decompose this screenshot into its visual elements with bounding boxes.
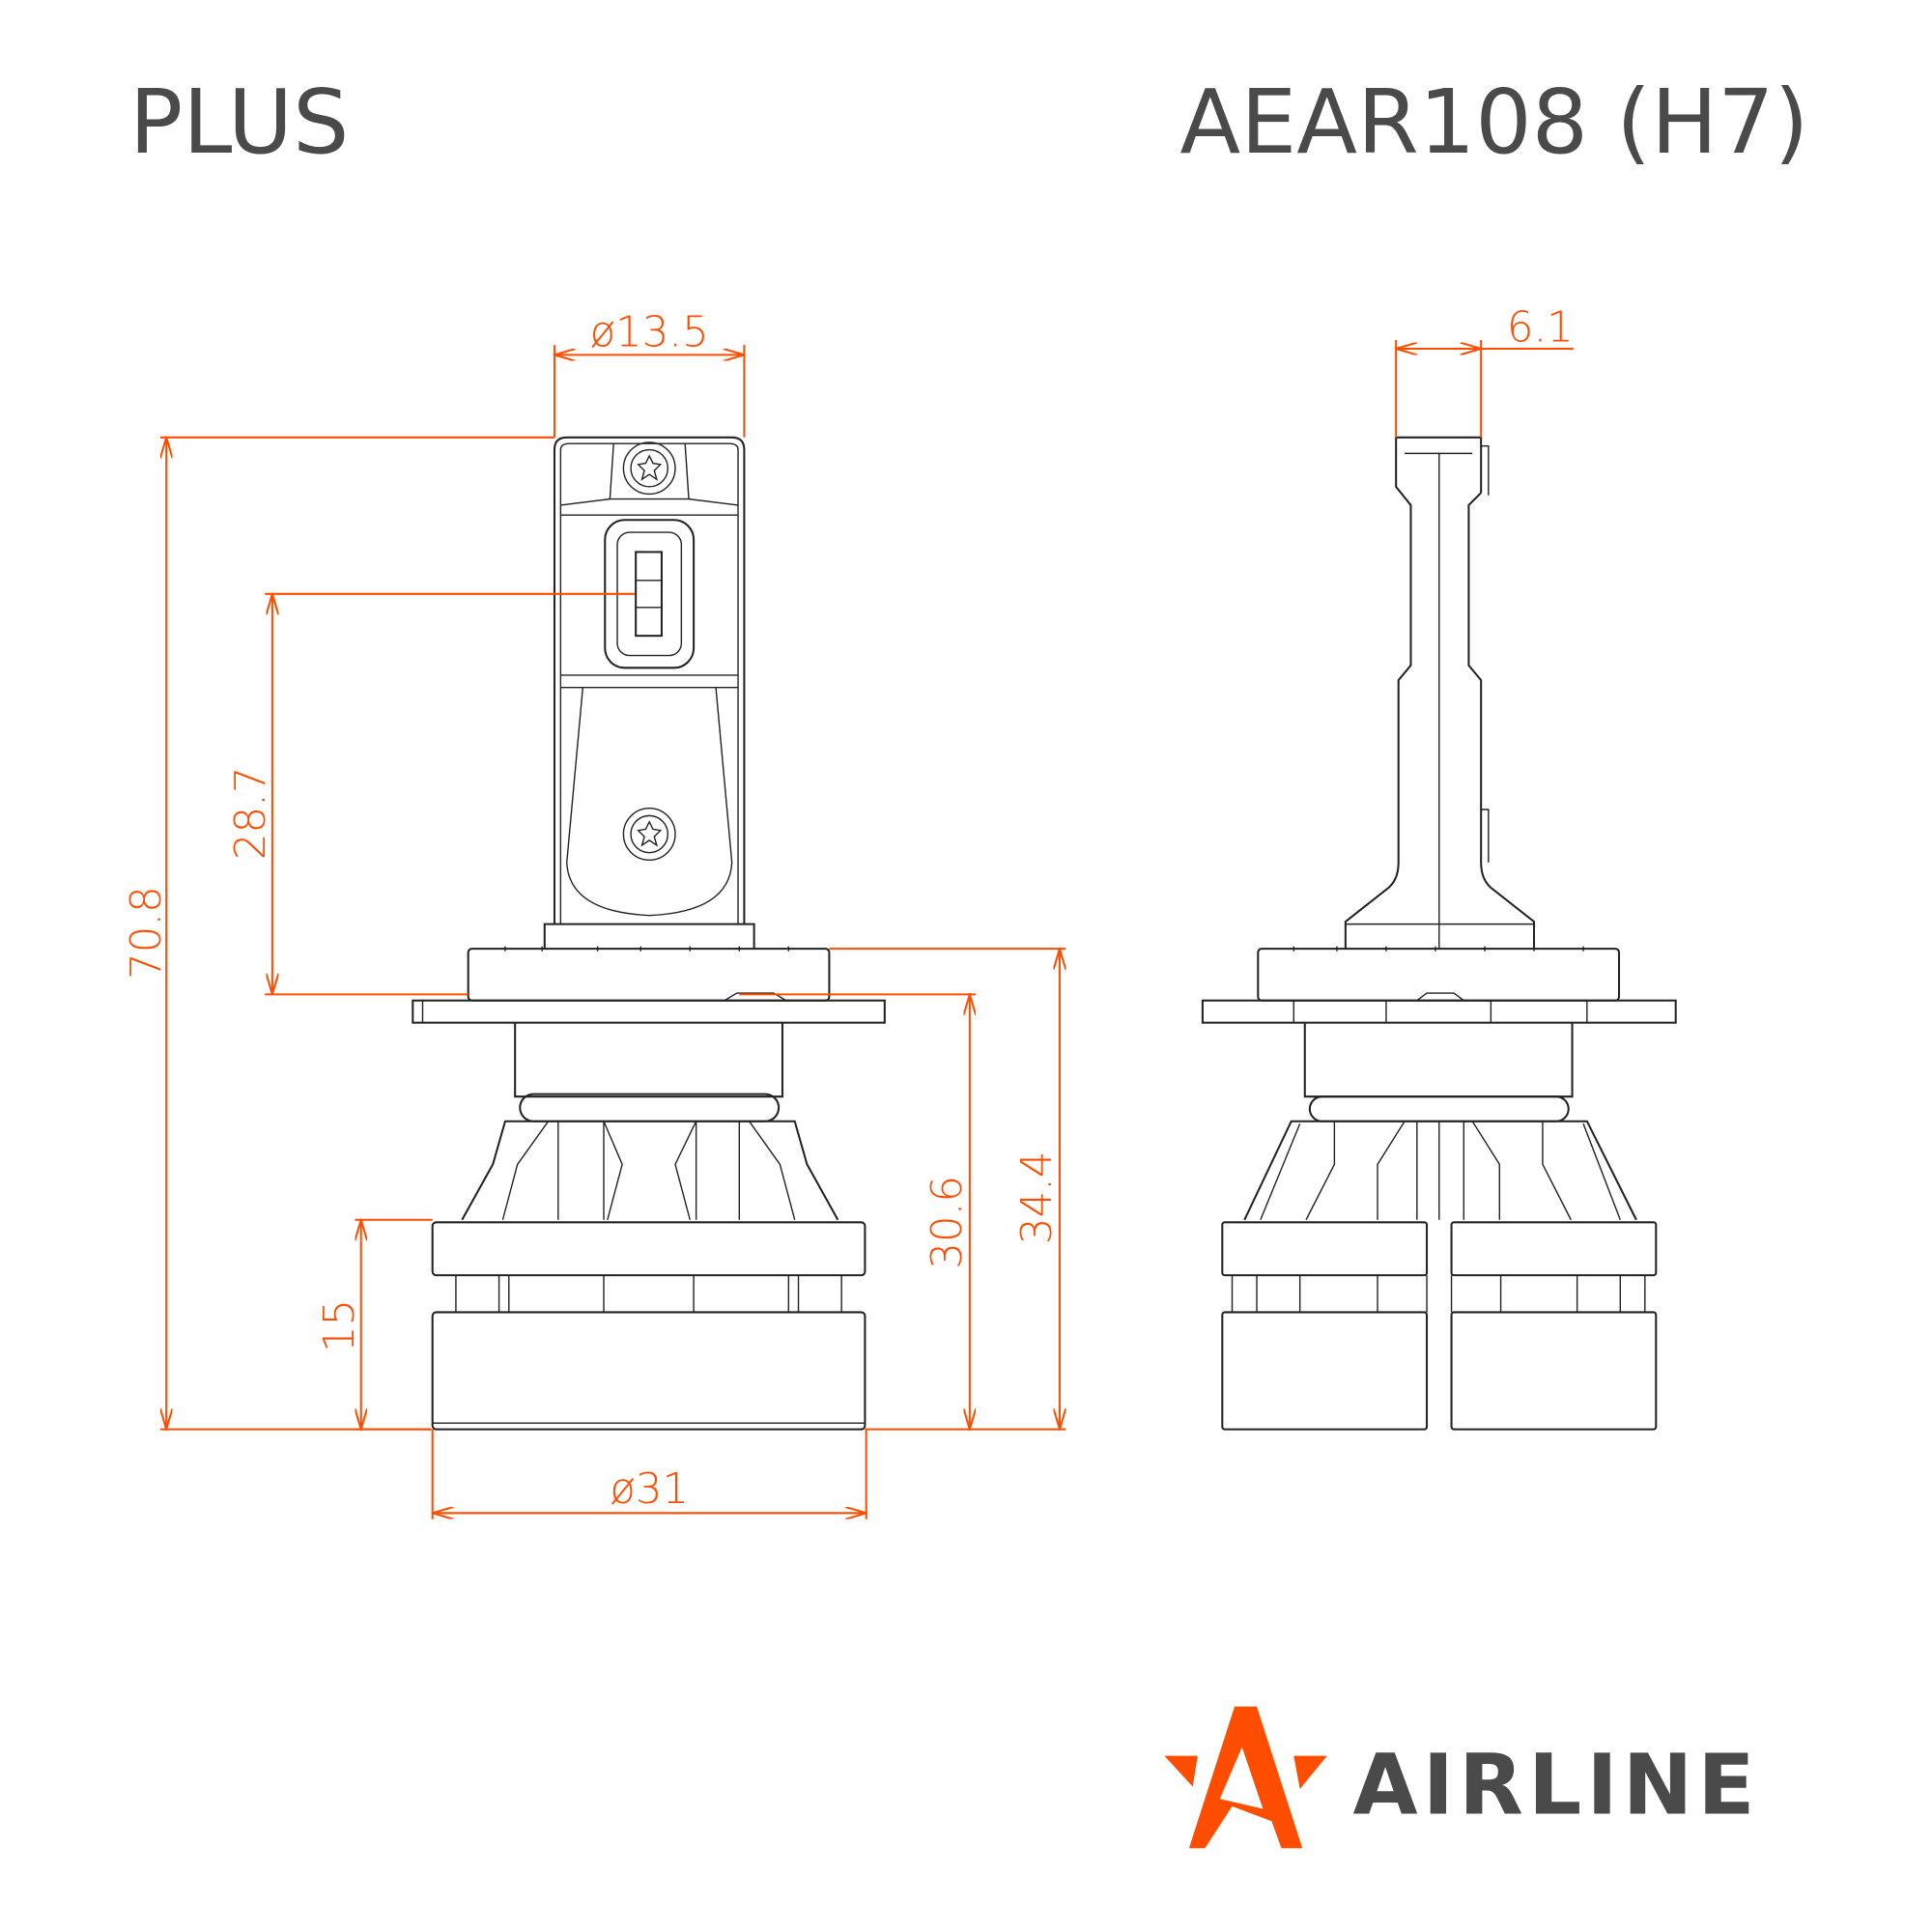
airline-logo-text: AIRLINE <box>1353 1737 1760 1834</box>
dim-ring-to-bottom: 34.4 <box>1013 1151 1062 1245</box>
dim-total-height: 70.8 <box>123 886 171 980</box>
dim-head-thickness: 6.1 <box>1507 303 1574 352</box>
torx-screw-icon <box>622 441 676 496</box>
torx-screw-icon <box>622 808 676 862</box>
series-title: PLUS <box>129 71 349 174</box>
model-title: AEAR108 (H7) <box>1179 71 1808 174</box>
dim-base-ring-height: 15 <box>316 1299 364 1352</box>
dim-base-diameter: ø31 <box>610 1465 689 1514</box>
dim-led-height: 28.7 <box>227 767 275 861</box>
o-ring <box>519 1093 781 1122</box>
led-chip <box>635 551 663 638</box>
bulb-side-view <box>1201 436 1677 1431</box>
dim-flange-to-bottom: 30.6 <box>923 1176 972 1269</box>
dim-head-diameter: ø13.5 <box>590 308 709 356</box>
airline-logo: AIRLINE <box>1164 1706 1760 1849</box>
airline-logo-mark-icon <box>1164 1706 1327 1849</box>
bulb-front-view <box>412 436 886 1431</box>
dimension-lines <box>159 340 1574 1520</box>
